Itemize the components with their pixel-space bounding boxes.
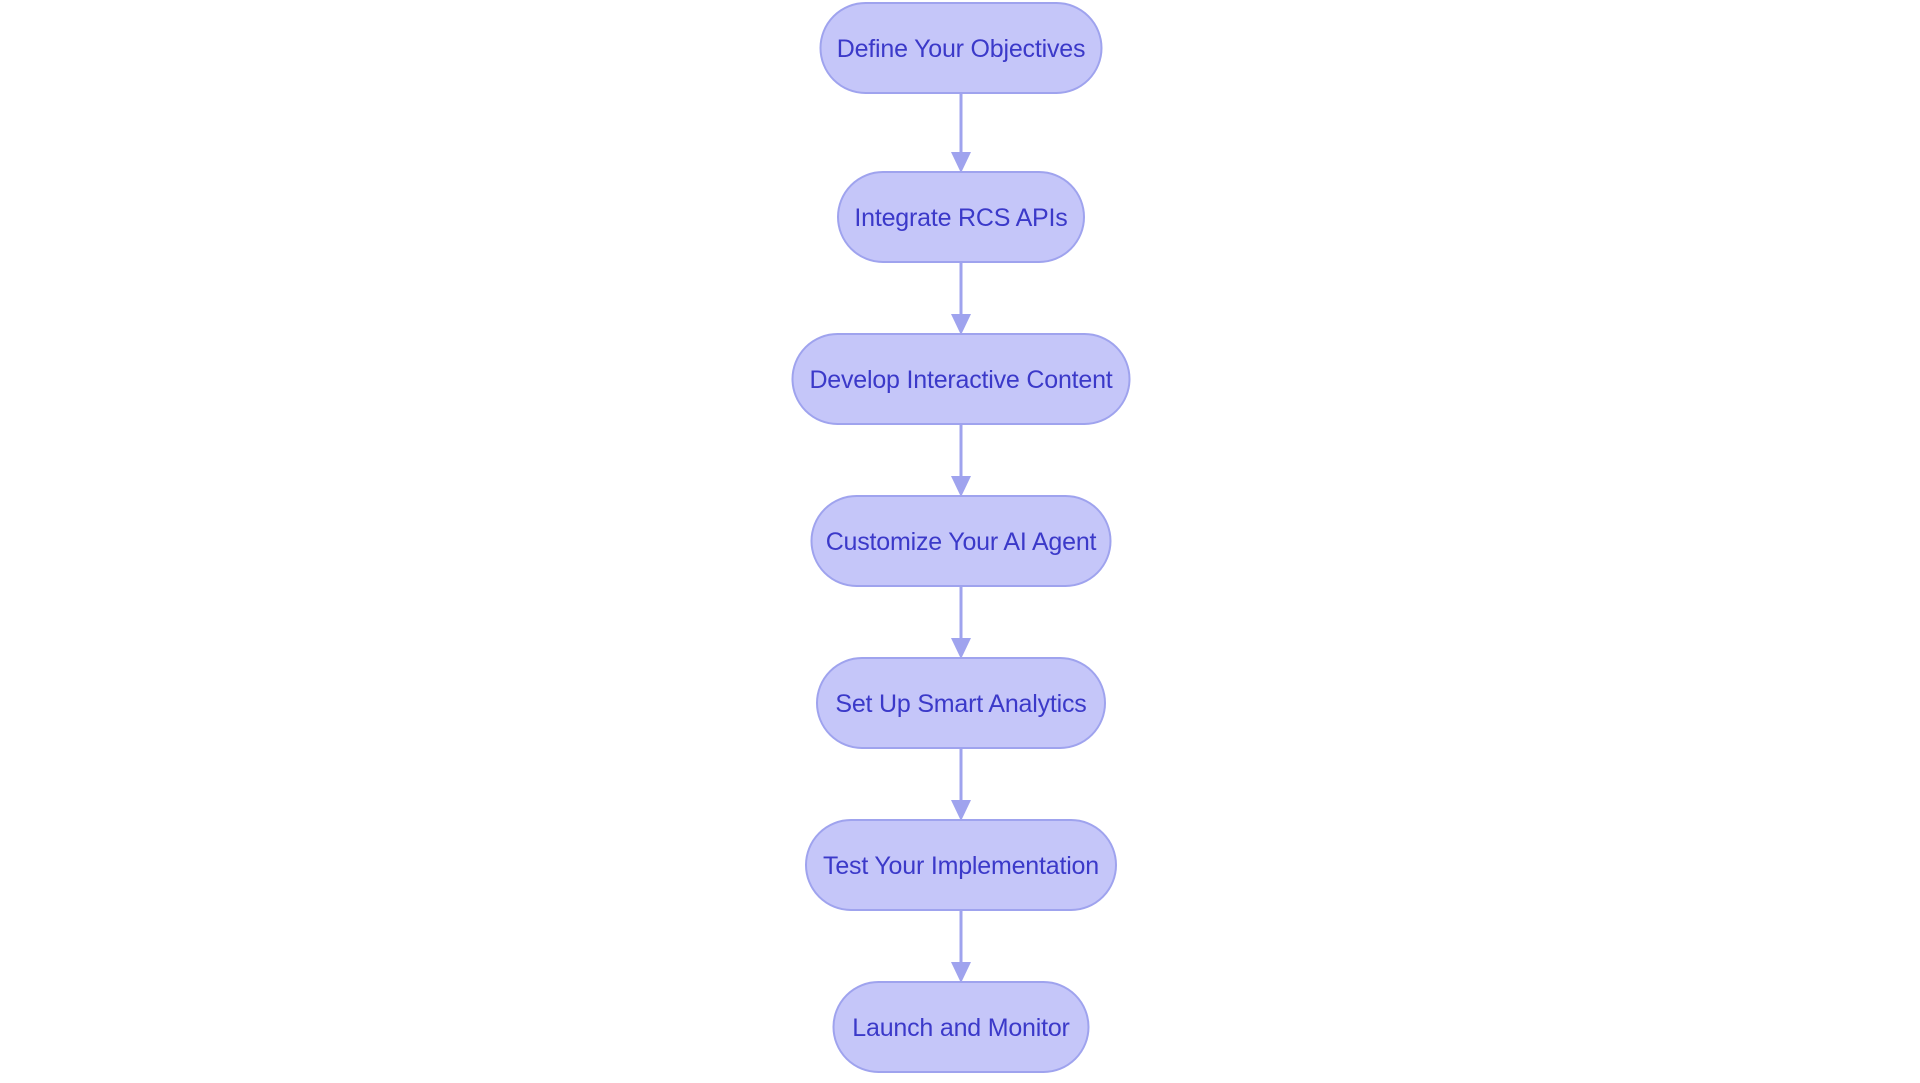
edge-arrowhead bbox=[951, 152, 971, 173]
edge-n3-to-n4 bbox=[951, 424, 971, 497]
node-shape[interactable] bbox=[810, 495, 1112, 587]
node-label: Launch and Monitor bbox=[852, 1014, 1069, 1042]
flow-node-n3[interactable]: Develop Interactive Content bbox=[791, 333, 1131, 425]
flow-node-n1[interactable]: Define Your Objectives bbox=[819, 2, 1103, 94]
edge-n6-to-n7 bbox=[951, 910, 971, 983]
node-shape[interactable] bbox=[837, 171, 1085, 263]
edge-n2-to-n3 bbox=[951, 262, 971, 335]
edge-arrowhead bbox=[951, 638, 971, 659]
edge-arrowhead bbox=[951, 800, 971, 821]
flow-node-n4[interactable]: Customize Your AI Agent bbox=[810, 495, 1112, 587]
flow-node-n2[interactable]: Integrate RCS APIs bbox=[837, 171, 1085, 263]
node-shape[interactable] bbox=[819, 2, 1103, 94]
edge-n4-to-n5 bbox=[951, 586, 971, 659]
edges-layer bbox=[951, 93, 971, 983]
flow-node-n7[interactable]: Launch and Monitor bbox=[832, 981, 1090, 1073]
node-label: Set Up Smart Analytics bbox=[835, 690, 1086, 718]
node-label: Develop Interactive Content bbox=[809, 366, 1112, 394]
node-shape[interactable] bbox=[805, 819, 1117, 911]
edge-arrowhead bbox=[951, 314, 971, 335]
edge-n1-to-n2 bbox=[951, 93, 971, 173]
node-label: Test Your Implementation bbox=[823, 852, 1099, 880]
node-shape[interactable] bbox=[816, 657, 1106, 749]
node-shape[interactable] bbox=[791, 333, 1131, 425]
flow-node-n6[interactable]: Test Your Implementation bbox=[805, 819, 1117, 911]
node-shape[interactable] bbox=[832, 981, 1090, 1073]
edge-arrowhead bbox=[951, 962, 971, 983]
node-label: Integrate RCS APIs bbox=[854, 204, 1067, 232]
flow-node-n5[interactable]: Set Up Smart Analytics bbox=[816, 657, 1106, 749]
node-label: Define Your Objectives bbox=[837, 35, 1086, 63]
node-label: Customize Your AI Agent bbox=[826, 528, 1097, 556]
edge-n5-to-n6 bbox=[951, 748, 971, 821]
edge-arrowhead bbox=[951, 476, 971, 497]
